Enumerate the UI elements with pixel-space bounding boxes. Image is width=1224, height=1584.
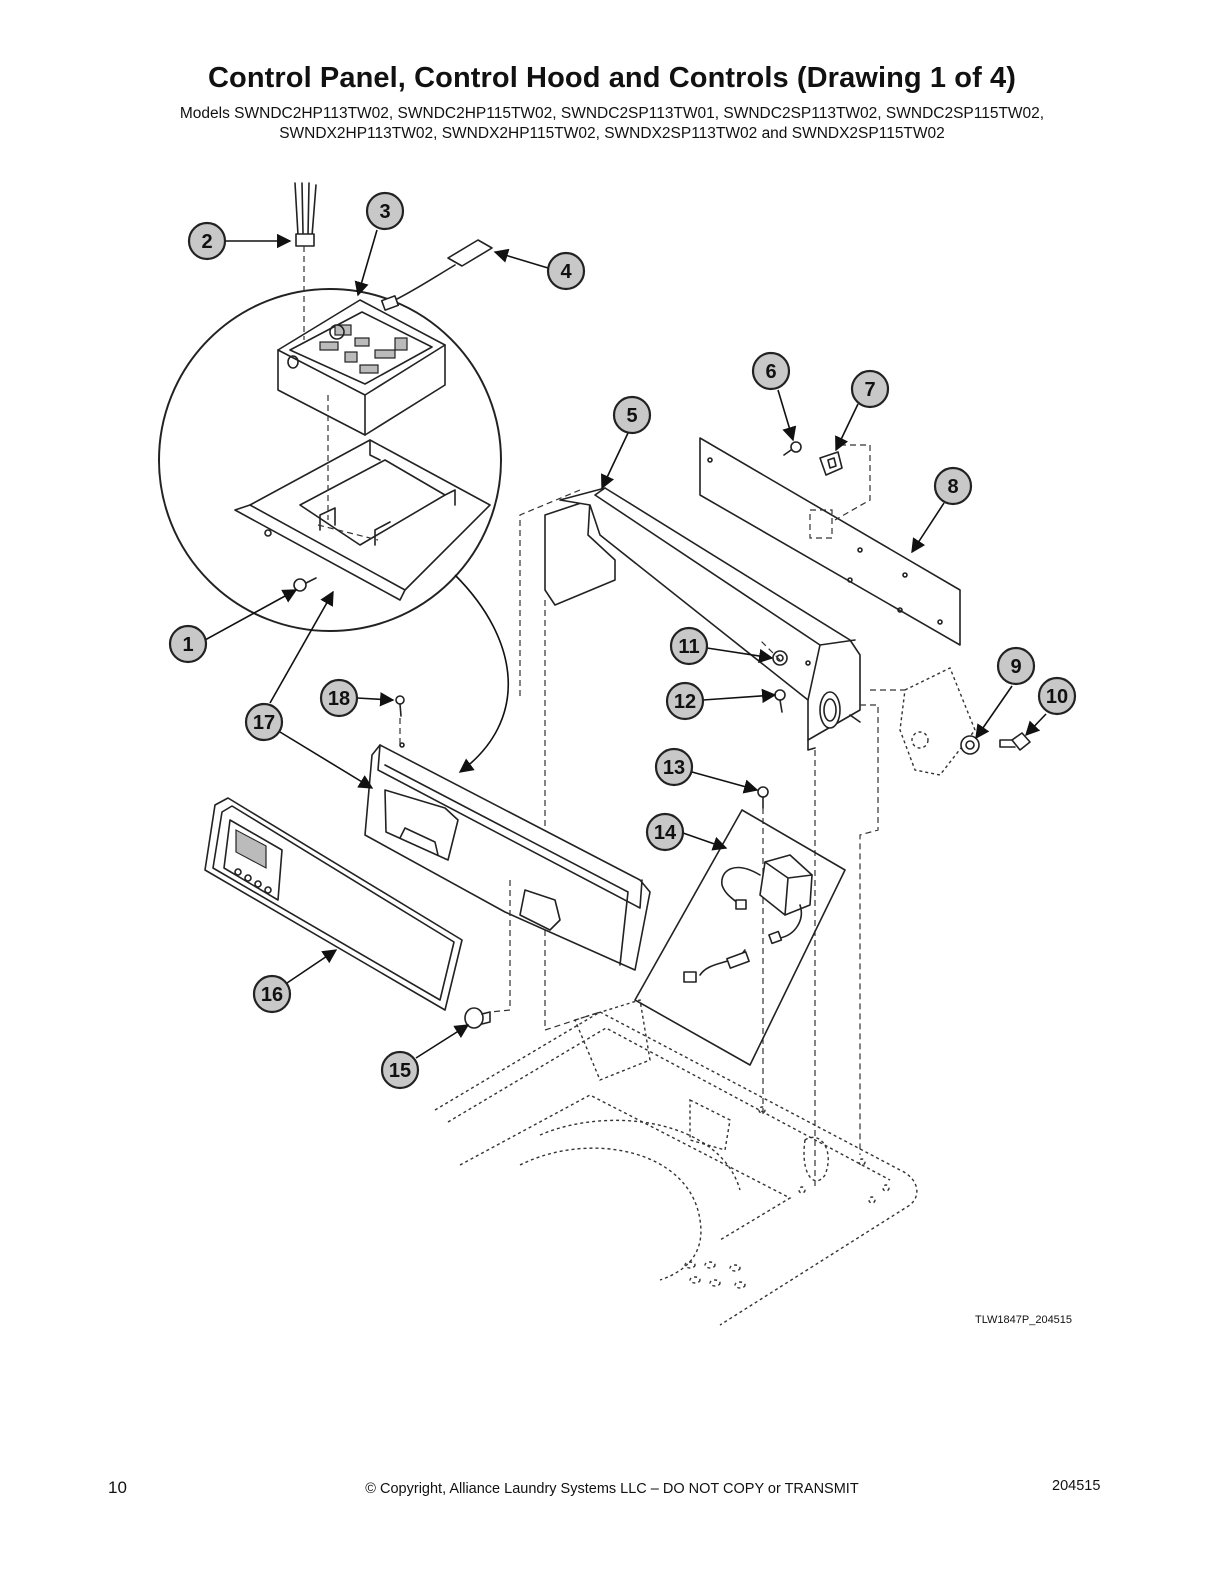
control-overlay — [204, 797, 463, 1011]
hood-screw — [783, 441, 802, 456]
leader-17b — [279, 731, 374, 789]
svg-text:14: 14 — [654, 822, 677, 844]
rear-panel — [699, 437, 961, 646]
cabinet-top-outline — [434, 999, 918, 1326]
panel-clip — [819, 451, 843, 476]
leader-8 — [911, 502, 945, 554]
callout-8: 8 — [933, 466, 973, 506]
callout-4: 4 — [546, 251, 586, 291]
leader-18 — [356, 692, 395, 707]
svg-text:17: 17 — [253, 712, 275, 734]
leader-3 — [354, 229, 378, 297]
leader-7 — [835, 403, 859, 452]
board-bracket-detail — [234, 439, 491, 601]
leader-4 — [493, 248, 549, 269]
harness-connector — [294, 182, 317, 247]
callout-14: 14 — [645, 812, 685, 852]
callout-1: 1 — [168, 624, 208, 664]
page-number: 10 — [108, 1478, 127, 1497]
svg-text:7: 7 — [864, 379, 875, 401]
svg-text:18: 18 — [328, 688, 350, 710]
callout-10: 10 — [1037, 676, 1077, 716]
transformer-kit — [634, 809, 846, 1066]
model-list-line-1: Models SWNDC2HP113TW02, SWNDC2HP115TW02,… — [179, 105, 1045, 122]
leader-13 — [691, 771, 759, 794]
control-board — [277, 299, 446, 436]
leader-6 — [777, 389, 797, 442]
svg-text:12: 12 — [674, 691, 696, 713]
svg-text:6: 6 — [765, 361, 776, 383]
leader-17a — [269, 590, 334, 704]
callout-18: 18 — [319, 678, 359, 718]
callout-17: 17 — [244, 702, 284, 742]
callout-11: 11 — [669, 626, 709, 666]
callout-13: 13 — [654, 747, 694, 787]
svg-text:16: 16 — [261, 984, 283, 1006]
page-title: Control Panel, Control Hood and Controls… — [207, 62, 1016, 94]
callout-12: 12 — [665, 681, 705, 721]
detail-screw — [293, 577, 317, 592]
callout-9: 9 — [996, 646, 1036, 686]
leader-16 — [286, 949, 338, 984]
callout-6: 6 — [751, 351, 791, 391]
hood-bolt — [999, 732, 1031, 751]
communication-cable — [380, 239, 493, 311]
transformer-screw — [757, 786, 769, 809]
model-list: Models SWNDC2HP113TW02, SWNDC2HP115TW02,… — [0, 104, 1224, 144]
svg-text:3: 3 — [379, 201, 390, 223]
leader-14 — [682, 832, 728, 851]
leader-9 — [975, 685, 1013, 740]
svg-text:10: 10 — [1046, 686, 1068, 708]
hood-gasket — [899, 667, 976, 776]
detail-magnifier — [158, 288, 510, 773]
svg-text:5: 5 — [626, 405, 637, 427]
callout-7: 7 — [850, 369, 890, 409]
svg-text:1: 1 — [182, 634, 193, 656]
leader-15 — [415, 1024, 470, 1059]
leader-10 — [1025, 713, 1047, 737]
svg-text:8: 8 — [947, 476, 958, 498]
console-screw — [395, 695, 405, 717]
leader-11 — [706, 647, 774, 664]
svg-text:4: 4 — [560, 261, 572, 283]
document-number: 204515 — [1052, 1478, 1101, 1494]
callout-16: 16 — [252, 974, 292, 1014]
svg-text:2: 2 — [201, 231, 212, 253]
svg-text:11: 11 — [678, 636, 699, 658]
drawing-id: TLW1847P_204515 — [975, 1314, 1073, 1326]
callout-15: 15 — [380, 1050, 420, 1090]
hood-screw-lower — [774, 689, 786, 713]
model-list-line-2: SWNDX2HP113TW02, SWNDX2HP115TW02, SWNDX2… — [279, 125, 945, 142]
leader-12 — [702, 688, 777, 704]
leader-5 — [601, 432, 629, 490]
callout-2: 2 — [187, 221, 227, 261]
control-knob — [464, 1007, 491, 1029]
copyright-notice: © Copyright, Alliance Laundry Systems LL… — [365, 1481, 859, 1497]
star-washer — [960, 735, 980, 755]
svg-text:15: 15 — [389, 1060, 411, 1082]
hood-nut — [772, 650, 788, 666]
svg-text:9: 9 — [1010, 656, 1021, 678]
control-console — [364, 742, 651, 971]
callout-5: 5 — [612, 395, 652, 435]
callout-3: 3 — [365, 191, 405, 231]
svg-text:13: 13 — [663, 757, 685, 779]
cabinet-slot-marks — [684, 1106, 890, 1289]
control-hood — [544, 487, 861, 751]
leader-1 — [204, 589, 298, 641]
